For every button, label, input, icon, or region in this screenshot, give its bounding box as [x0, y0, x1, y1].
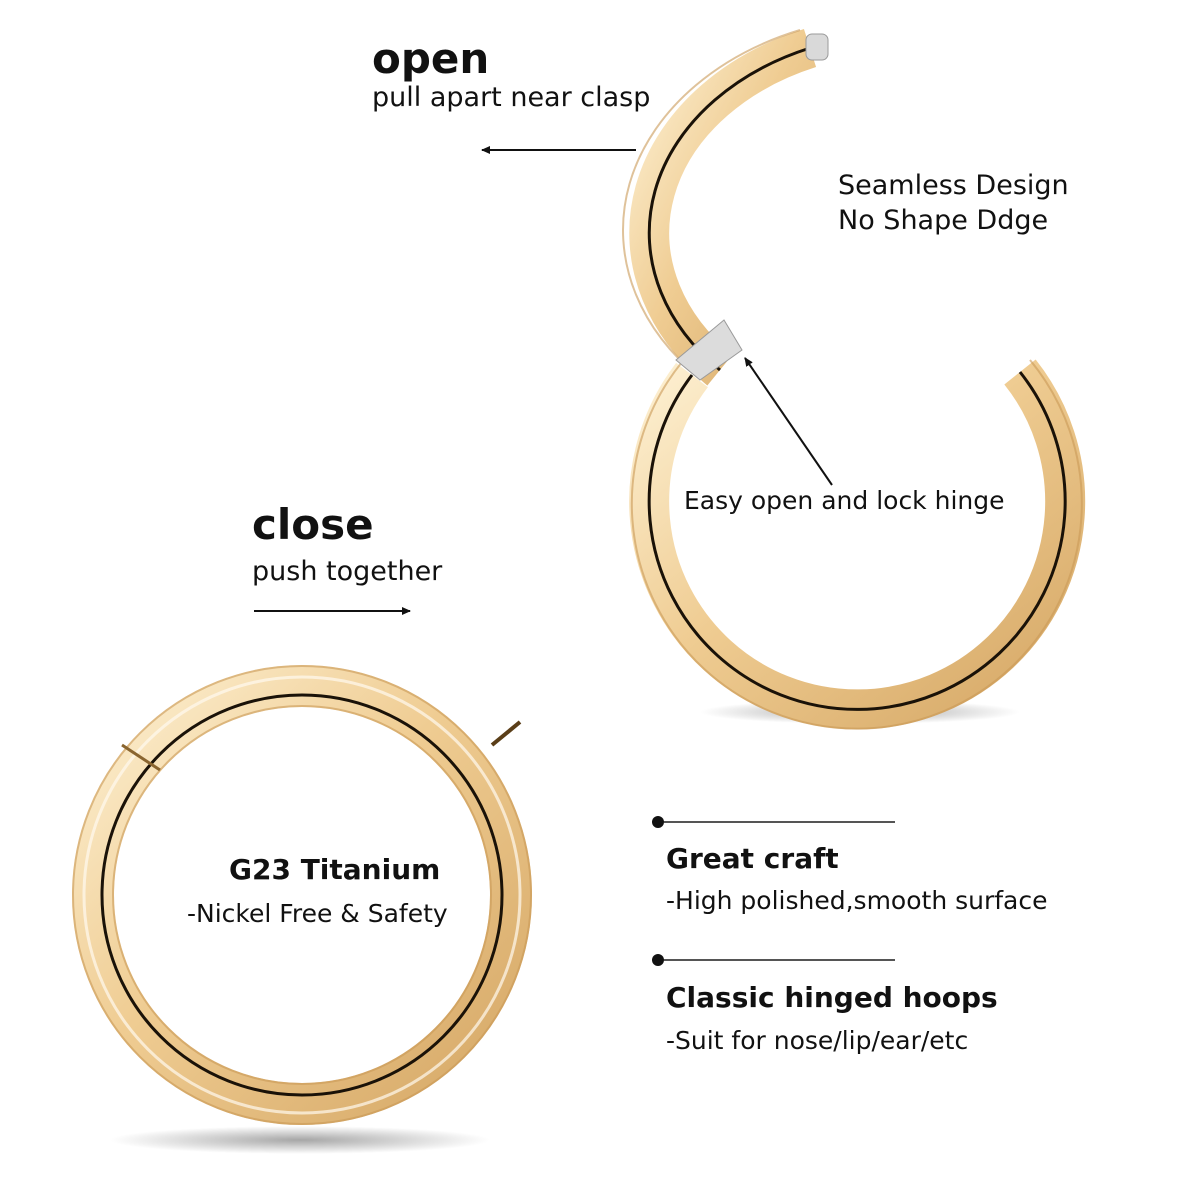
closed-ring-seam-left	[121, 743, 161, 772]
feature-1-title: Great craft	[666, 842, 839, 875]
closed-ring-groove	[100, 693, 504, 1097]
feature-bullet-2	[652, 954, 895, 966]
material-subtitle: -Nickel Free & Safety	[187, 899, 448, 928]
feature-1-subtitle: -High polished,smooth surface	[666, 886, 1048, 915]
feature-2-title: Classic hinged hoops	[666, 981, 998, 1014]
open-title: open	[372, 34, 490, 83]
open-ring-hinge-arc	[629, 28, 817, 386]
open-ring	[622, 28, 1086, 730]
hinge-pointer-arrow	[744, 357, 833, 486]
seamless-design-label: Seamless Design	[838, 170, 1069, 201]
clasp-pin	[805, 33, 829, 61]
feature-bullet-1	[652, 816, 895, 828]
hinge-label: Easy open and lock hinge	[684, 486, 1005, 515]
closed-ring-body	[72, 665, 532, 1125]
close-subtitle: push together	[252, 556, 443, 587]
close-title: close	[252, 500, 374, 549]
closed-ring-seam-right	[490, 720, 522, 747]
open-ring-lower-arc	[629, 359, 1086, 730]
closed-ring	[72, 665, 532, 1154]
open-subtitle: pull apart near clasp	[372, 82, 651, 113]
material-title: G23 Titanium	[229, 853, 441, 886]
hinge-pin	[675, 319, 743, 381]
feature-2-subtitle: -Suit for nose/lip/ear/etc	[666, 1026, 969, 1055]
closed-ring-shadow	[110, 1126, 490, 1154]
no-shape-edge-label: No Shape Ddge	[838, 205, 1049, 236]
